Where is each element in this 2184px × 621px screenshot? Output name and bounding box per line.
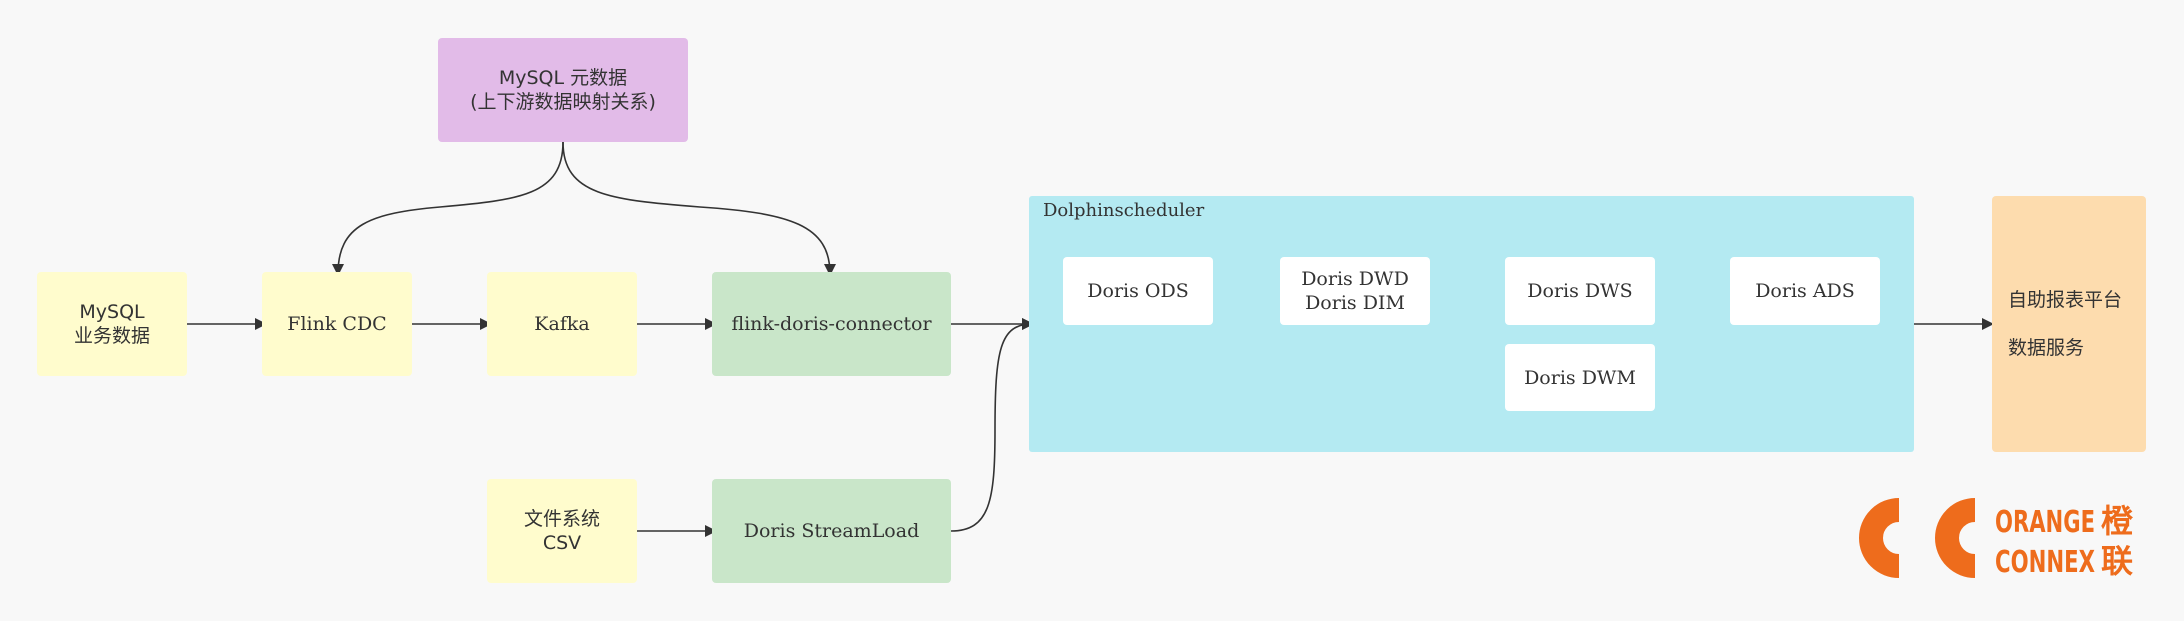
node-kafka: Kafka (487, 272, 637, 376)
logo-mark-left-ring (1859, 498, 1900, 578)
logo-char-lian: 联 (2101, 542, 2133, 580)
node-file-system-csv: 文件系统 CSV (487, 479, 637, 583)
node-doris-ods: Doris ODS (1063, 257, 1213, 325)
node-doris-ads: Doris ADS (1730, 257, 1880, 325)
edge-meta-to-connector (562, 141, 836, 276)
node-doris-dwm: Doris DWM (1505, 344, 1655, 411)
logo-text-orange: ORANGE (1995, 505, 2095, 540)
logo-mark-right-ring (1935, 498, 1976, 578)
node-mysql-business: MySQL 业务数据 (37, 272, 187, 376)
edge-meta-to-flinkcdc (332, 141, 564, 276)
node-flink-cdc: Flink CDC (262, 272, 412, 376)
node-doris-dwd-dim: Doris DWD Doris DIM (1280, 257, 1430, 325)
edge-streamload-to-scheduler (950, 318, 1034, 532)
cluster-label: Dolphinscheduler (1043, 200, 1205, 221)
node-flink-doris-connector: flink-doris-connector (712, 272, 951, 376)
node-doris-streamload: Doris StreamLoad (712, 479, 951, 583)
orange-connex-logo: ORANGE CONNEX 橙 联 (1859, 498, 2134, 580)
logo-text-connex: CONNEX (1995, 545, 2095, 580)
node-report-platform: 自助报表平台 数据服务 (1992, 196, 2146, 452)
node-mysql-metadata: MySQL 元数据 (上下游数据映射关系) (438, 38, 688, 142)
logo-char-cheng: 橙 (2101, 502, 2134, 540)
node-doris-dws: Doris DWS (1505, 257, 1655, 325)
